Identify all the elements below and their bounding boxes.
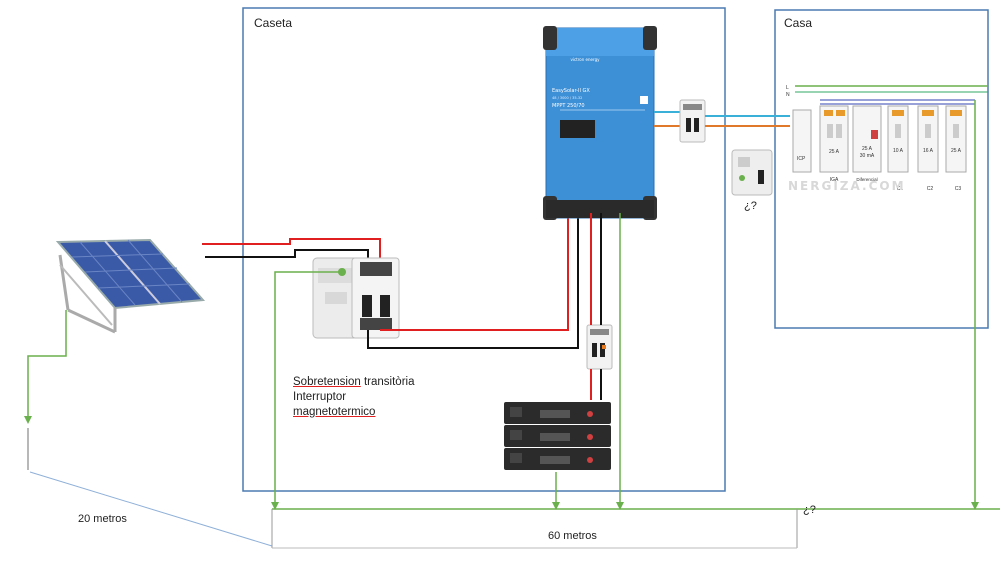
breaker-ground-arrow — [271, 502, 279, 510]
inverter — [543, 26, 657, 220]
battery-stack — [504, 402, 611, 470]
caseta-zone — [242, 7, 726, 492]
rating-diff-ma: 30 mA — [860, 153, 875, 159]
surge-protector-device — [312, 257, 400, 339]
pv-ground-wire — [27, 310, 67, 418]
label-icp: ICP — [797, 156, 806, 162]
question-mark-ground: ¿? — [803, 504, 816, 516]
inverter-model: EasySolar-II GX — [552, 88, 590, 94]
rating-c2: 16 A — [923, 148, 934, 154]
panel-watermark: NERGIZA.COM — [788, 179, 906, 193]
question-mark-device: ¿? — [744, 200, 757, 212]
bus-label-l: L — [786, 85, 789, 91]
battery-ground-arrow — [552, 502, 560, 510]
battery-breaker — [586, 324, 613, 370]
label-diferencial: Diferencial — [856, 177, 877, 182]
bus-label-n: N — [786, 92, 790, 98]
ac-breaker-caseta — [679, 99, 706, 143]
rating-c1: 10 A — [893, 148, 904, 154]
label-iga: IGA — [830, 177, 839, 183]
pv-positive-wire — [202, 238, 381, 262]
label-c3: C3 — [955, 186, 962, 192]
inverter-brand: victron energy — [571, 57, 601, 62]
casa-zone — [774, 9, 989, 329]
pv-ground-arrow — [24, 416, 32, 424]
label-c2: C2 — [927, 186, 934, 192]
casa-label: Casa — [784, 16, 813, 30]
protection-line3: magnetotermico — [293, 406, 376, 418]
inverter-ground-arrow — [616, 502, 624, 510]
protection-line1: Sobretension — [293, 376, 361, 388]
inverter-mppt: MPPT 250/70 — [552, 103, 585, 109]
caseta-label: Caseta — [254, 16, 293, 30]
protection-line2: Interruptor — [293, 391, 347, 403]
rating-c3: 25 A — [951, 148, 962, 154]
distance-20-guide — [29, 471, 273, 547]
solar-panel — [55, 238, 206, 334]
pv-negative-wire — [205, 249, 369, 262]
label-c1: C1 — [897, 186, 904, 192]
protection-label: Sobretension transitòria Interruptor mag… — [293, 375, 414, 420]
distance-60-label: 60 metros — [548, 530, 597, 542]
uncertain-breaker — [731, 149, 773, 196]
distance-20-label: 20 metros — [78, 513, 127, 525]
casa-ground-arrow — [971, 502, 979, 510]
distribution-panel — [792, 85, 988, 173]
rating-diff: 25 A — [862, 146, 873, 152]
inverter-spec: 48 / 3000 / 35-32 — [552, 96, 582, 100]
dc-positive-to-inverter — [380, 213, 569, 331]
rating-igaa: 25 A — [829, 149, 840, 155]
protection-line1-rest: transitòria — [360, 376, 415, 388]
dc-negative-to-inverter — [367, 213, 579, 349]
breaker-ground-wire — [274, 271, 345, 504]
